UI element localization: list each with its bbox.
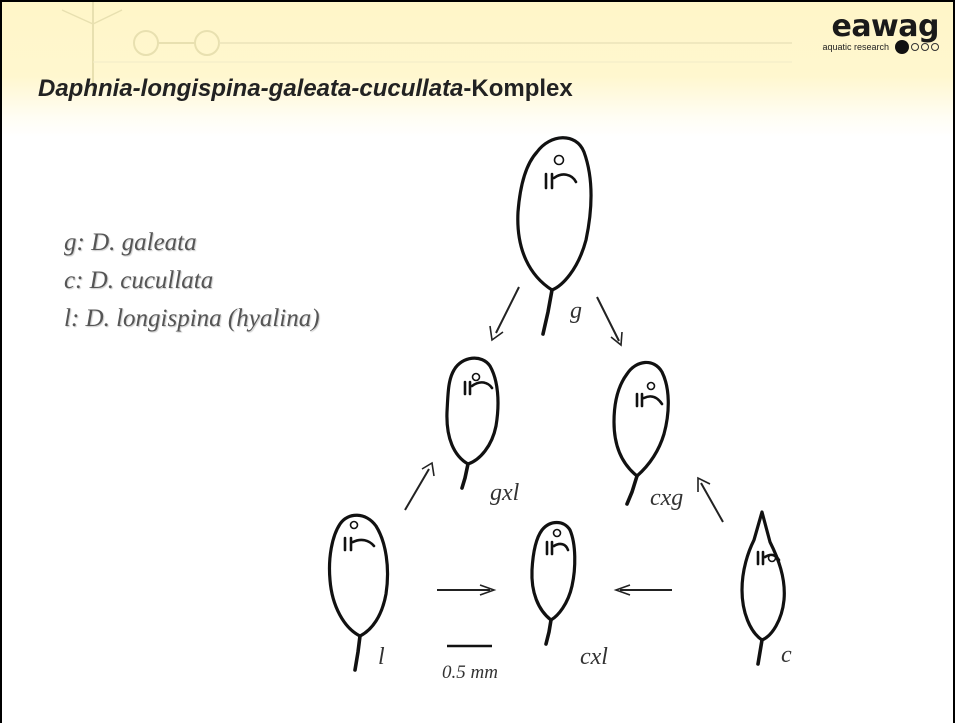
daphnia-cxg-hybrid-figure	[614, 362, 668, 504]
daphnia-cucullata-figure	[742, 512, 784, 664]
node-label-l: l	[378, 644, 385, 670]
node-label-g: g	[570, 298, 582, 324]
daphnia-gxl-hybrid-figure	[447, 358, 498, 488]
arrow-g-to-gxl	[490, 287, 519, 340]
arrow-l-to-gxl	[405, 463, 434, 510]
node-label-cxl: cxl	[580, 644, 608, 670]
node-label-c: c	[781, 642, 792, 668]
arrow-c-to-cxg	[698, 478, 723, 522]
scale-bar-label: 0.5 mm	[442, 662, 498, 683]
arrow-l-to-cxl	[437, 585, 494, 595]
node-label-cxg: cxg	[650, 485, 683, 511]
arrow-c-to-cxl	[616, 585, 672, 595]
node-label-gxl: gxl	[490, 480, 520, 506]
arrow-g-to-cxg	[597, 297, 622, 345]
daphnia-cxl-hybrid-figure	[532, 523, 575, 645]
